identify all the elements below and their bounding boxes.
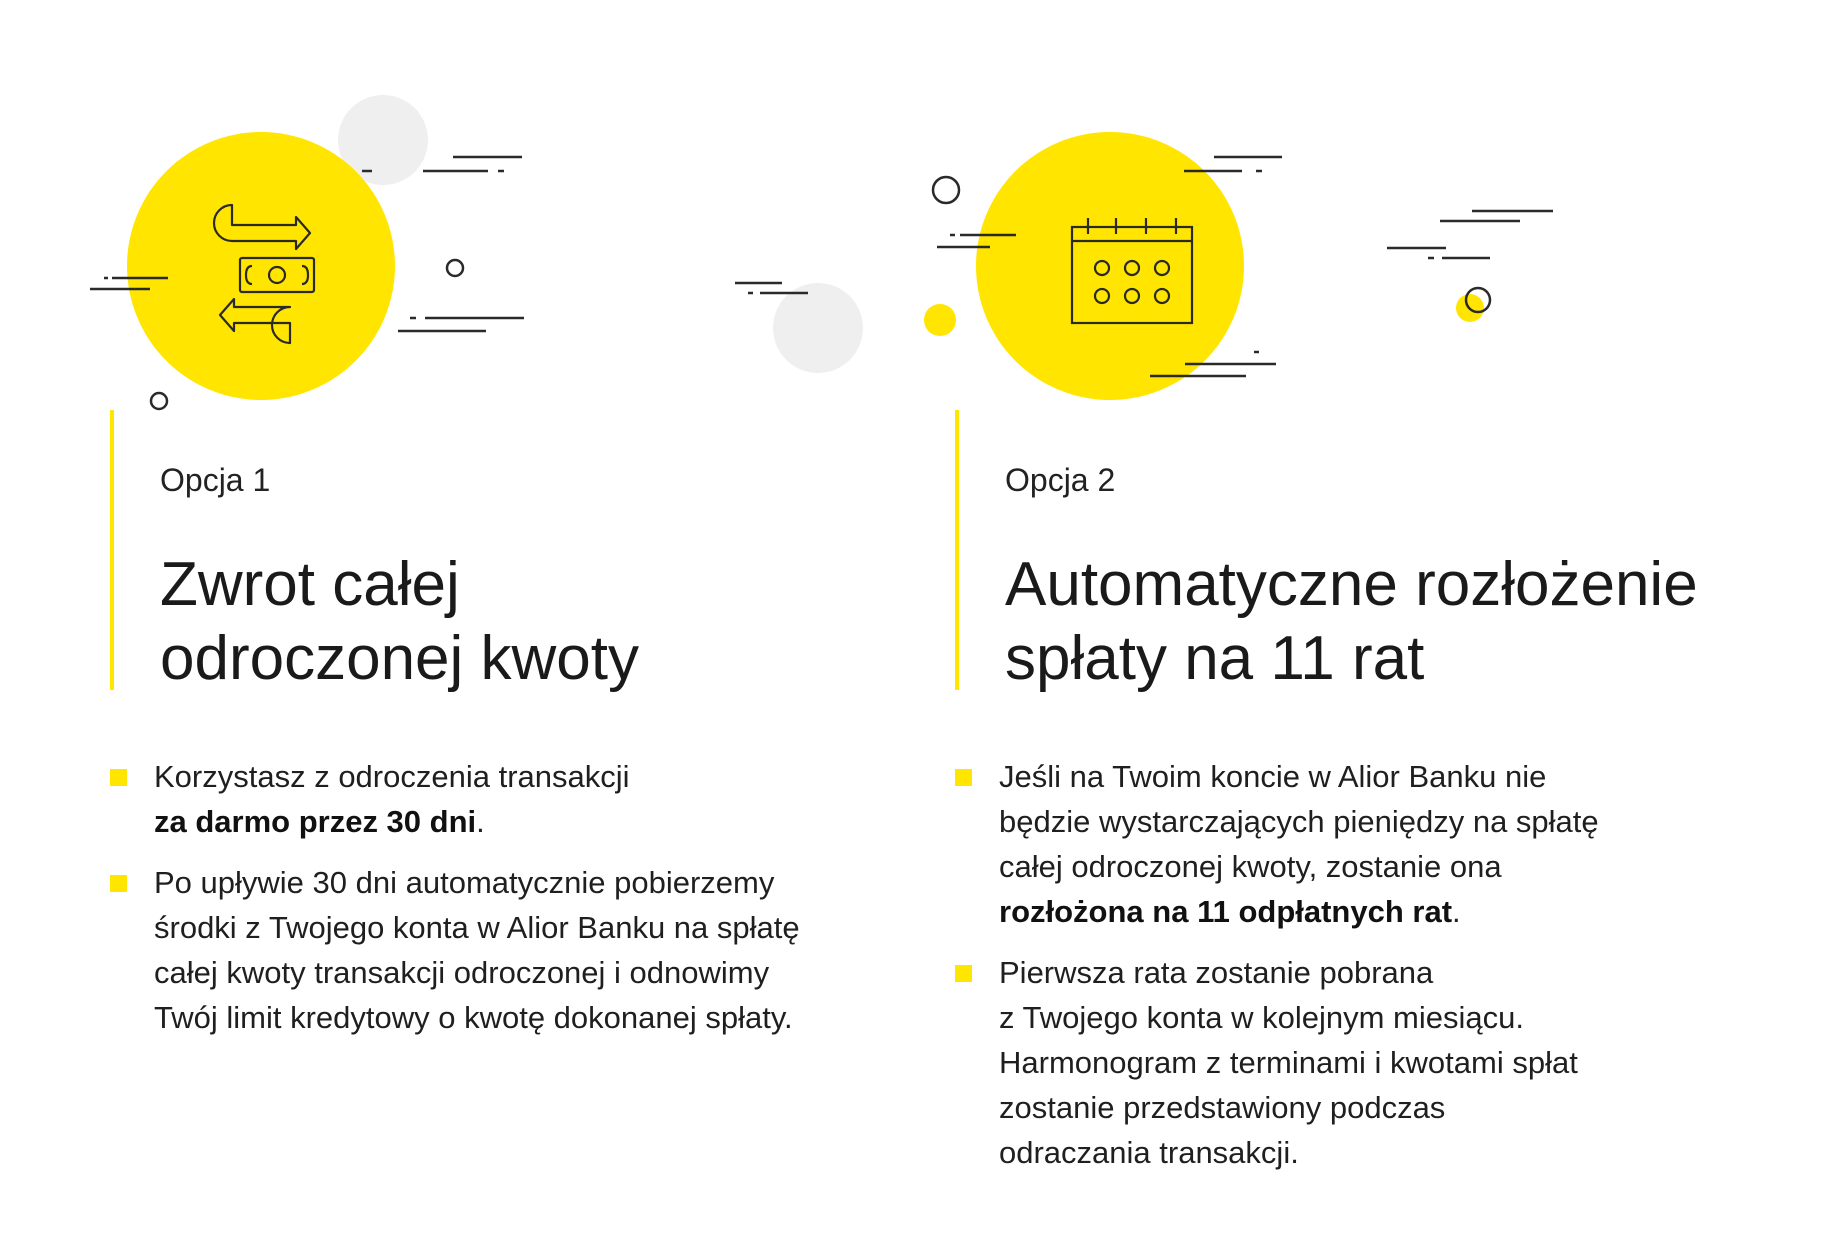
bullet-line: środki z Twojego konta w Alior Banku na … [154, 910, 800, 945]
bullet-line: za darmo przez 30 dni. [154, 799, 800, 844]
bullet-line: Twój limit kredytowy o kwotę dokonanej s… [154, 1000, 793, 1035]
option-title: Automatyczne rozłożenie spłaty na 11 rat [1005, 548, 1698, 696]
bullet-line: Pierwsza rata zostanie pobrana [999, 955, 1434, 990]
option-label: Opcja 1 [160, 462, 271, 498]
bold-highlight: rozłożona na 11 odpłatnych rat [999, 894, 1453, 929]
gray-circle-decoration [773, 283, 863, 373]
ring-decoration [931, 175, 961, 205]
option-2-heading: Opcja 2 Automatyczne rozłożenie spłaty n… [955, 410, 1715, 693]
option-2-bullet-list: Jeśli na Twoim koncie w Alior Banku nie … [955, 754, 1599, 1191]
bullet-line: odraczania transakcji. [999, 1135, 1299, 1170]
option-1-bullet-list: Korzystasz z odroczenia transakcji za da… [110, 754, 800, 1056]
bullet-item: Jeśli na Twoim koncie w Alior Banku nie … [955, 754, 1599, 934]
yellow-dot-decoration [924, 304, 956, 336]
yellow-square-bullet-icon [955, 965, 972, 982]
money-exchange-icon [212, 203, 316, 345]
yellow-square-bullet-icon [955, 769, 972, 786]
yellow-circle-option-1 [127, 132, 395, 400]
option-2-column: Opcja 2 Automatyczne rozłożenie spłaty n… [955, 410, 1715, 1170]
bullet-line: całej odroczonej kwoty, zostanie ona [999, 849, 1502, 884]
bullet-line: Harmonogram z terminami i kwotami spłat [999, 1045, 1578, 1080]
bullet-line: Korzystasz z odroczenia transakcji [154, 759, 630, 794]
option-label: Opcja 2 [1005, 462, 1116, 498]
speed-lines-decoration [90, 155, 1553, 378]
yellow-square-bullet-icon [110, 769, 127, 786]
bullet-line: rozłożona na 11 odpłatnych rat. [999, 889, 1599, 934]
option-title-line: Zwrot całej [160, 550, 460, 619]
bullet-item: Pierwsza rata zostanie pobrana z Twojego… [955, 950, 1599, 1175]
yellow-circle-option-2 [976, 132, 1244, 400]
gray-circle-decoration [338, 95, 428, 185]
bullet-item: Korzystasz z odroczenia transakcji za da… [110, 754, 800, 844]
bullet-line-suffix: . [476, 804, 485, 839]
bullet-line: Po upływie 30 dni automatycznie pobierze… [154, 865, 775, 900]
option-1-column: Opcja 1 Zwrot całej odroczonej kwoty Kor… [110, 410, 870, 1035]
option-title-line: odroczonej kwoty [160, 624, 640, 693]
option-1-heading: Opcja 1 Zwrot całej odroczonej kwoty [110, 410, 870, 693]
bullet-line: zostanie przedstawiony podczas [999, 1090, 1446, 1125]
bullet-line: z Twojego konta w kolejnym miesiącu. [999, 1000, 1524, 1035]
option-title-line: Automatyczne rozłożenie [1005, 550, 1698, 619]
ring-decoration [1464, 286, 1492, 314]
ring-decoration [149, 391, 169, 411]
bullet-line: całej kwoty transakcji odroczonej i odno… [154, 955, 770, 990]
bold-highlight: za darmo przez 30 dni [154, 804, 477, 839]
bullet-line: będzie wystarczających pieniędzy na spła… [999, 804, 1599, 839]
option-title: Zwrot całej odroczonej kwoty [160, 548, 639, 696]
bullet-line: Jeśli na Twoim koncie w Alior Banku nie [999, 759, 1547, 794]
calendar-icon [1070, 218, 1194, 325]
yellow-square-bullet-icon [110, 875, 127, 892]
bullet-item: Po upływie 30 dni automatycznie pobierze… [110, 860, 800, 1040]
option-title-line: spłaty na 11 rat [1005, 624, 1425, 693]
bullet-line-suffix: . [1452, 894, 1461, 929]
ring-decoration [445, 258, 465, 278]
